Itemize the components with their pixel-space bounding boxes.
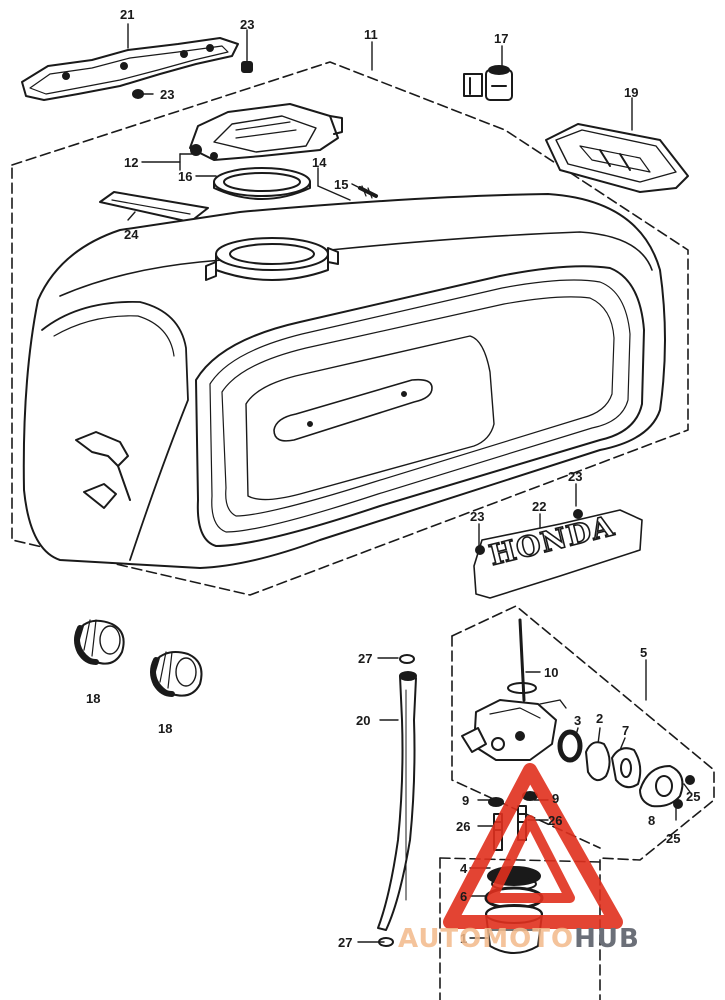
screw-25-b	[673, 799, 683, 809]
fuel-cap	[189, 103, 343, 161]
clip-27-a	[399, 654, 415, 664]
label-3: 3	[574, 713, 582, 728]
cushion-18-b	[150, 651, 203, 697]
label-19: 19	[624, 85, 639, 100]
label-21: 21	[120, 7, 135, 22]
label-23: 23	[160, 87, 175, 102]
label-27: 27	[358, 651, 373, 666]
label-27: 27	[338, 935, 353, 950]
cap-gasket-16	[213, 167, 311, 200]
label-17: 17	[494, 31, 509, 46]
label-6: 6	[460, 889, 468, 904]
label-16: 16	[178, 169, 193, 184]
label-7: 7	[622, 723, 630, 738]
honda-emblem-22	[473, 509, 643, 599]
label-4: 4	[460, 861, 468, 876]
label-23: 23	[568, 469, 583, 484]
label-22: 22	[532, 499, 547, 514]
plate-7	[611, 747, 642, 789]
label-18: 18	[86, 691, 101, 706]
valve-assembly-outline-5	[439, 605, 715, 1000]
tray-19	[545, 123, 689, 193]
oring-9-a	[488, 797, 504, 807]
warning-triangle-icon	[443, 763, 623, 929]
screw-23-a	[241, 61, 253, 73]
label-23: 23	[470, 509, 485, 524]
label-24: 24	[124, 227, 139, 242]
lever-8	[639, 765, 684, 808]
label-5: 5	[640, 645, 648, 660]
label-25: 25	[666, 831, 681, 846]
fitting-17	[463, 65, 513, 101]
label-12: 12	[124, 155, 139, 170]
watermark-moto: MOTO	[482, 924, 575, 954]
label-26: 26	[456, 819, 471, 834]
screw-25-a	[685, 775, 695, 785]
fuel-valve-body	[461, 618, 567, 761]
label-2: 2	[596, 711, 604, 726]
watermark-auto: AUTO	[398, 924, 483, 954]
label-15: 15	[334, 177, 349, 192]
clip-27-b	[378, 937, 394, 947]
label-9: 9	[552, 791, 560, 806]
label-26: 26	[548, 813, 563, 828]
label-18: 18	[158, 721, 173, 736]
screw-23-b	[132, 89, 144, 99]
fuel-tank-body-11	[22, 193, 666, 569]
fuel-hose-20	[377, 671, 417, 931]
gasket-3	[557, 729, 583, 763]
label-9: 9	[462, 793, 470, 808]
gasket-2	[585, 741, 611, 782]
label-20: 20	[356, 713, 371, 728]
label-23: 23	[240, 17, 255, 32]
label-25: 25	[686, 789, 701, 804]
label-14: 14	[312, 155, 327, 170]
cushion-18-a	[74, 619, 125, 665]
label-11: 11	[364, 27, 378, 42]
watermark: AUTOMOTOHUB	[398, 924, 640, 954]
label-8: 8	[648, 813, 656, 828]
tank-pad-21	[21, 37, 239, 101]
label-1: 1	[460, 931, 468, 946]
plate-24	[99, 191, 209, 223]
spring-pin-15	[358, 185, 378, 199]
watermark-hub: HUB	[574, 924, 640, 954]
label-10: 10	[544, 665, 559, 680]
